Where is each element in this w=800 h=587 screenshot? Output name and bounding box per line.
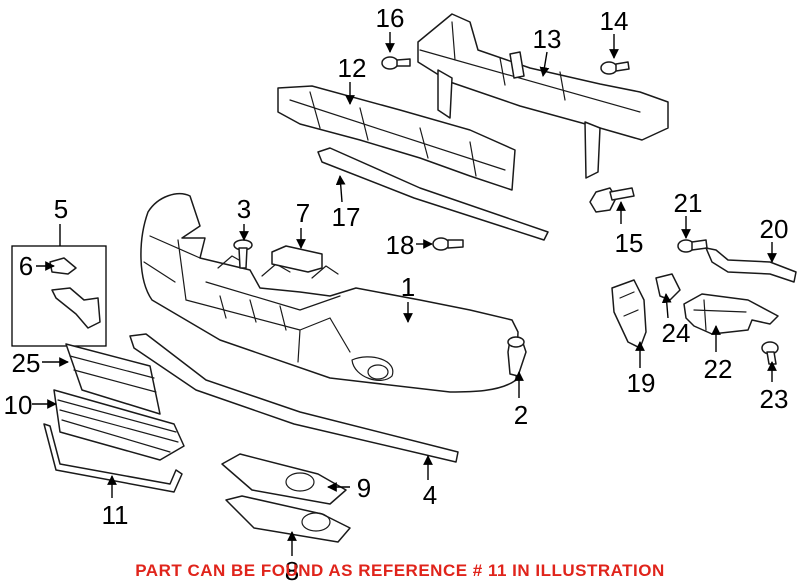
bracket-part-7	[271, 245, 323, 273]
callout-22: 22	[704, 354, 733, 384]
grille-insert-part-25	[65, 343, 161, 415]
bolt-part-14	[600, 61, 630, 75]
screw-part-18	[432, 237, 464, 251]
callout-9: 9	[357, 473, 371, 503]
screw-part-21	[677, 239, 708, 253]
callout-3: 3	[237, 194, 251, 224]
lower-strip-part-4	[129, 333, 459, 463]
callout-24: 24	[662, 318, 691, 348]
callout-17: 17	[332, 202, 361, 232]
bolt-part-2	[507, 336, 527, 377]
callout-14: 14	[600, 6, 629, 36]
callout-12: 12	[338, 53, 367, 83]
callout-labels: 16 13 14 12 17 15 3 7 18 21 20 5 6 1 2 1…	[4, 3, 789, 586]
callout-5: 5	[54, 194, 68, 224]
callout-1: 1	[401, 272, 415, 302]
callout-23: 23	[760, 384, 789, 414]
callout-19: 19	[627, 368, 656, 398]
bracket-part-19	[611, 279, 647, 349]
reference-note: PART CAN BE FOUND AS REFERENCE # 11 IN I…	[135, 561, 665, 580]
bolt-part-15	[589, 187, 635, 213]
fog-cover-part-9	[221, 453, 347, 505]
callout-7: 7	[296, 198, 310, 228]
callout-6: 6	[19, 251, 33, 281]
callout-20: 20	[760, 214, 789, 244]
clip-part-24	[655, 273, 681, 301]
fog-cover-part-8	[225, 495, 351, 543]
bumper-cover-part-1	[140, 192, 519, 393]
upper-strip-part-17	[317, 147, 549, 241]
inset-box-part-5	[11, 245, 107, 347]
callout-10: 10	[4, 390, 33, 420]
callout-13: 13	[533, 24, 562, 54]
callout-15: 15	[615, 228, 644, 258]
callout-16: 16	[376, 3, 405, 33]
callout-2: 2	[514, 400, 528, 430]
grille-part-10	[53, 389, 185, 461]
clip-part-3	[233, 239, 253, 269]
callout-21: 21	[674, 188, 703, 218]
leader-lines	[32, 32, 777, 556]
callout-25: 25	[12, 348, 41, 378]
strip-part-20	[705, 247, 797, 283]
callout-11: 11	[102, 500, 129, 530]
callout-18: 18	[386, 230, 415, 260]
callout-4: 4	[423, 480, 437, 510]
bracket-part-22	[683, 293, 779, 335]
callout-8: 8	[285, 556, 299, 586]
screw-part-23	[761, 341, 779, 365]
bolt-part-16	[381, 56, 411, 70]
reinforcement-bar-part-13	[417, 13, 669, 179]
energy-absorber-part-12	[277, 85, 516, 191]
